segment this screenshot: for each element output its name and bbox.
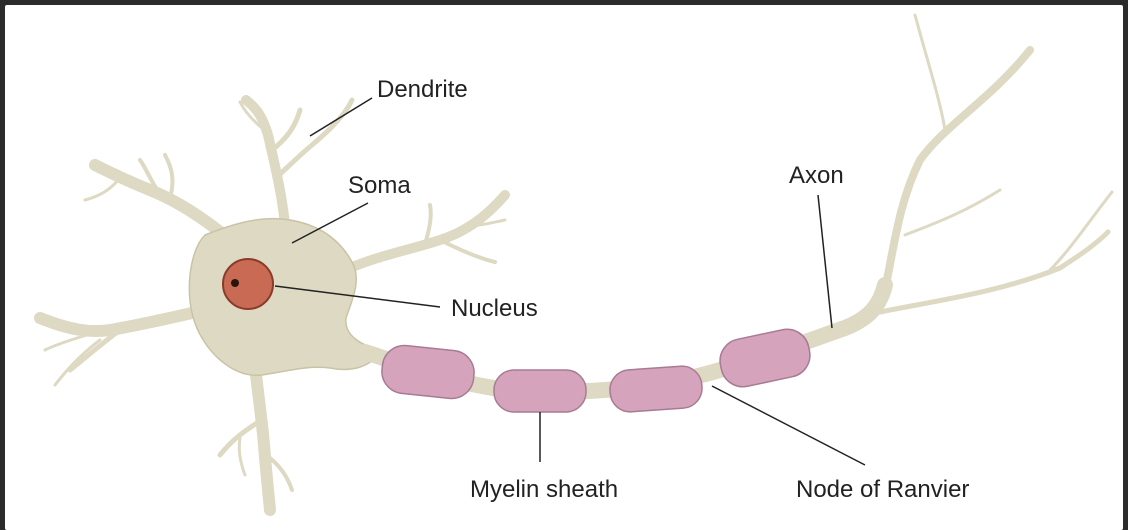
axon-terminal-5 <box>1048 190 1114 272</box>
myelin-segment-2 <box>493 369 587 413</box>
dendrite-left-branch-2 <box>53 338 102 387</box>
dendrite-bottom-branch-1 <box>217 417 265 458</box>
dendrite-upper-left-branch-2 <box>163 153 175 200</box>
dendrite-upper-left <box>89 159 236 246</box>
dendrite-left-branch-1 <box>67 327 123 373</box>
axon-terminal-2 <box>913 13 947 132</box>
label-dendrite: Dendrite <box>377 76 468 103</box>
leader-axon <box>817 194 833 329</box>
dendrite-upper-left-branch-4 <box>100 162 127 182</box>
axon-terminal-4 <box>877 229 1111 315</box>
dendrite-bottom-branch-2 <box>264 453 294 492</box>
myelin-segment-3 <box>609 365 703 413</box>
dendrite-right-branch-3 <box>468 218 507 228</box>
nucleus-circle <box>222 258 274 310</box>
dendrite-upper-left-branch-3 <box>83 176 122 202</box>
dendrite-right-branch-2 <box>423 203 433 246</box>
leader-dendrite <box>309 97 373 137</box>
axon-terminal-3 <box>903 188 1002 237</box>
axon <box>357 13 1114 400</box>
axon-terminal-1 <box>881 46 1034 294</box>
leader-soma <box>291 202 369 244</box>
dendrite-left <box>34 304 211 338</box>
dendrite-top-branch-3 <box>238 100 264 130</box>
dendrites <box>34 95 510 516</box>
label-myelin-sheath: Myelin sheath <box>470 476 618 503</box>
dendrite-bottom <box>249 359 276 516</box>
myelin-sheaths <box>381 328 811 413</box>
dendrite-left-branch-3 <box>43 332 92 352</box>
label-nucleus: Nucleus <box>451 295 538 322</box>
dendrite-upper-left-branch-1 <box>138 158 162 196</box>
dendrite-bottom-branch-3 <box>237 436 247 477</box>
dendrite-top-branch-1 <box>269 107 303 153</box>
leader-nucleus <box>274 285 441 308</box>
dendrite-right-branch-1 <box>438 238 497 264</box>
soma-body <box>188 217 382 376</box>
myelin-segment-1 <box>381 344 475 400</box>
dendrite-top-branch-2 <box>276 97 355 178</box>
label-soma: Soma <box>348 172 411 199</box>
leader-lines <box>274 97 866 466</box>
myelin-segment-4 <box>719 328 811 388</box>
nucleolus-dot <box>231 279 239 287</box>
label-node-of-ranvier: Node of Ranvier <box>796 476 969 503</box>
dendrite-top <box>241 95 290 230</box>
leader-node <box>711 385 866 466</box>
label-axon: Axon <box>789 162 844 189</box>
